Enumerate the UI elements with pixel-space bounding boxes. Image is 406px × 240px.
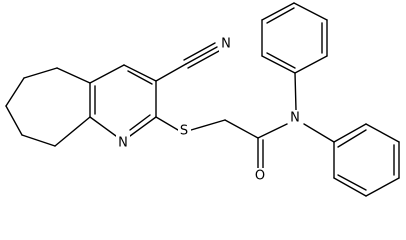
carbonyl-oxygen-atom: O: [253, 168, 267, 184]
amide-nitrogen-atom: N: [288, 110, 303, 126]
structure-canvas: N N S O N: [5, 2, 400, 197]
pyridine-nitrogen-atom: N: [116, 135, 130, 151]
phenyl-ring-upper: [261, 2, 328, 111]
sulfur-atom: S: [178, 123, 191, 139]
carbonyl-oxygen-label: O: [255, 169, 265, 184]
cycloheptane-ring: [5, 67, 91, 147]
molecule-drawing: N N S O N: [5, 2, 400, 197]
atom-labels: N N S O N: [116, 36, 303, 184]
nitrile-nitrogen-label: N: [221, 37, 231, 52]
nitrile-group: [155, 42, 220, 82]
nitrile-nitrogen-atom: N: [219, 36, 233, 52]
amide-nitrogen-label: N: [290, 111, 300, 126]
phenyl-ring-lower: [303, 123, 400, 197]
thioether-linker: [155, 116, 226, 131]
pyridine-nitrogen-label: N: [118, 136, 128, 151]
carbonyl-group: [224, 119, 288, 169]
sulfur-label: S: [180, 124, 188, 139]
pyridine-ring: [89, 64, 157, 137]
